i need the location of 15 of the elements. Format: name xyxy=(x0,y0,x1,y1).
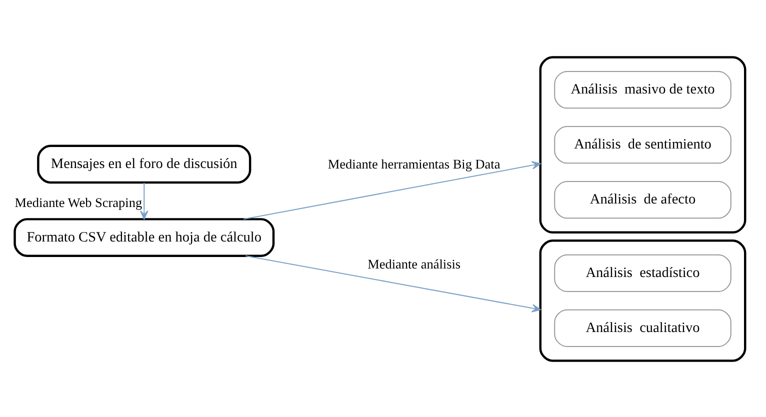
node-box: Análisis de afecto xyxy=(554,180,732,218)
cluster xyxy=(539,56,746,234)
node-box: Mensajes en el foro de discusión xyxy=(37,144,252,184)
node-box: Análisis estadístico xyxy=(554,254,732,292)
arrow xyxy=(243,160,541,220)
arrow xyxy=(140,182,148,219)
node-box: Análisis de sentimiento xyxy=(554,125,732,164)
edge-label: Mediante análisis xyxy=(368,256,461,271)
edge-label: Mediante Web Scraping xyxy=(14,194,142,210)
edge-label: Mediante herramientas Big Data xyxy=(328,156,500,172)
arrow xyxy=(246,254,541,312)
node-box: Análisis masivo de texto xyxy=(554,70,732,108)
cluster xyxy=(539,238,746,362)
node-box: Formato CSV editable en hoja de cálculo xyxy=(14,218,275,256)
node-box: Análisis cualitativo xyxy=(554,308,732,347)
